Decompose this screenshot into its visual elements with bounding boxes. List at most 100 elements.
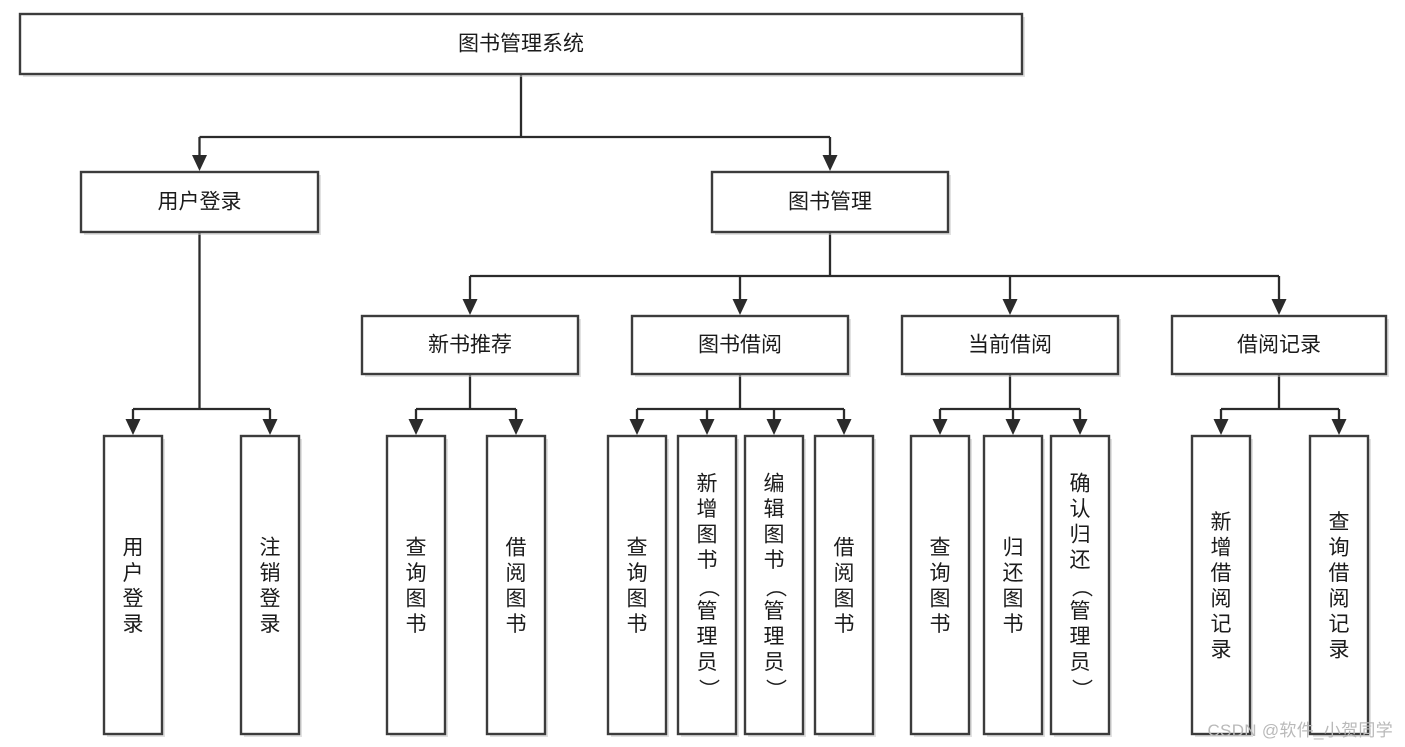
node-leaf-user-login[interactable]: 用户登录 (102, 434, 165, 737)
arrow-head-icon (1072, 419, 1088, 435)
node-root[interactable]: 图书管理系统 (18, 12, 1025, 77)
svg-text:辑: 辑 (764, 498, 785, 521)
node-label: 新书推荐 (428, 334, 512, 357)
svg-text:图: 图 (834, 587, 855, 610)
arrow-head-icon (836, 419, 852, 435)
node-rect (982, 434, 1044, 736)
svg-text:图: 图 (627, 587, 648, 610)
node-rect (360, 314, 580, 376)
svg-text:理: 理 (764, 626, 785, 649)
node-label: 图书管理 (788, 191, 872, 214)
node-label: 用户登录 (123, 536, 144, 636)
arrow-head-icon (629, 419, 645, 435)
svg-text:查: 查 (930, 536, 951, 559)
svg-text:阅: 阅 (1211, 587, 1232, 610)
svg-text:）: ） (696, 679, 719, 700)
node-rect (239, 434, 301, 736)
svg-text:阅: 阅 (1329, 587, 1350, 610)
arrow-head-icon (1213, 419, 1229, 435)
svg-text:还: 还 (1003, 562, 1024, 585)
arrow-head-icon (732, 299, 748, 315)
svg-text:图: 图 (697, 524, 718, 547)
node-rect (485, 434, 547, 736)
svg-text:询: 询 (406, 562, 427, 585)
svg-text:书: 书 (406, 613, 427, 636)
svg-text:书: 书 (697, 549, 718, 572)
arrow-head-icon (125, 419, 141, 435)
svg-text:查: 查 (1329, 511, 1350, 534)
svg-text:书: 书 (506, 613, 527, 636)
svg-text:编: 编 (764, 473, 785, 496)
node-rect (606, 434, 668, 736)
arrow-head-icon (192, 155, 207, 171)
node-rect (102, 434, 164, 736)
arrow-head-icon (766, 419, 782, 435)
svg-text:归: 归 (1070, 524, 1091, 547)
node-borrow-record[interactable]: 借阅记录 (1170, 314, 1389, 377)
svg-text:归: 归 (1003, 536, 1024, 559)
svg-text:）: ） (763, 679, 786, 700)
svg-text:用: 用 (123, 536, 144, 559)
arrow-head-icon (408, 419, 424, 435)
svg-text:图: 图 (406, 587, 427, 610)
svg-text:图: 图 (930, 587, 951, 610)
svg-text:借: 借 (1211, 562, 1232, 585)
node-book-borrow[interactable]: 图书借阅 (630, 314, 851, 377)
svg-text:增: 增 (697, 498, 718, 521)
svg-text:录: 录 (1211, 638, 1232, 661)
node-rect (710, 170, 950, 234)
node-current-borrow[interactable]: 当前借阅 (900, 314, 1121, 377)
node-user-login[interactable]: 用户登录 (79, 170, 321, 235)
svg-text:新: 新 (697, 473, 718, 496)
node-rect (1308, 434, 1370, 736)
svg-text:书: 书 (627, 613, 648, 636)
svg-text:（: （ (696, 577, 719, 598)
node-label: 图书借阅 (698, 334, 782, 357)
arrow-head-icon (1005, 419, 1021, 435)
node-new-book-recommend[interactable]: 新书推荐 (360, 314, 581, 377)
svg-text:录: 录 (1329, 638, 1350, 661)
node-label: 借阅记录 (1237, 334, 1321, 357)
svg-text:书: 书 (1003, 613, 1024, 636)
arrow-head-icon (1331, 419, 1347, 435)
svg-text:借: 借 (834, 536, 855, 559)
node-book-manage[interactable]: 图书管理 (710, 170, 951, 235)
arrow-head-icon (699, 419, 715, 435)
svg-text:还: 还 (1070, 549, 1091, 572)
node-rect (743, 434, 805, 736)
svg-text:录: 录 (123, 613, 144, 636)
svg-text:询: 询 (1329, 536, 1350, 559)
svg-text:）: ） (1069, 679, 1092, 700)
svg-text:员: 员 (764, 651, 785, 674)
svg-text:管: 管 (764, 600, 785, 623)
node-label: 图书管理系统 (458, 33, 584, 56)
node-rect (18, 12, 1024, 76)
node-rect (909, 434, 971, 736)
arrow-head-icon (462, 299, 478, 315)
svg-text:（: （ (1069, 577, 1092, 598)
node-rect (676, 434, 738, 736)
svg-text:登: 登 (260, 587, 281, 610)
svg-text:图: 图 (1003, 587, 1024, 610)
svg-text:书: 书 (764, 549, 785, 572)
svg-text:增: 增 (1211, 536, 1232, 559)
